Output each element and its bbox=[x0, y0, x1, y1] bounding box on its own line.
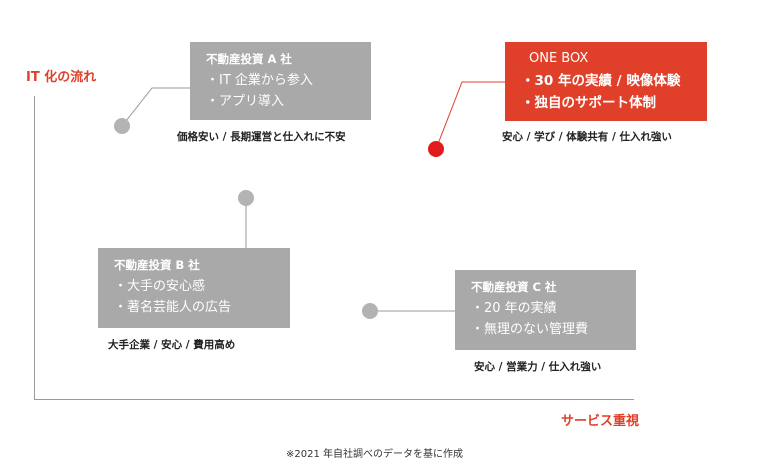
marker-c bbox=[362, 303, 378, 319]
company-c-box: 不動産投資 C 社 ・20 年の実績 ・無理のない管理費 bbox=[455, 270, 636, 350]
company-c-title: 不動産投資 C 社 bbox=[471, 280, 557, 294]
x-axis-label: サービス重視 bbox=[561, 414, 640, 429]
onebox-box: ONE BOX ・30 年の実績 / 映像体験 ・独自のサポート体制 bbox=[505, 42, 707, 121]
connector-a bbox=[121, 87, 190, 127]
company-a-item: ・アプリ導入 bbox=[206, 94, 285, 109]
onebox-item: ・独自のサポート体制 bbox=[521, 95, 656, 111]
company-b-caption: 大手企業 / 安心 / 費用高め bbox=[108, 339, 236, 351]
company-a-item: ・IT 企業から参入 bbox=[206, 73, 313, 88]
company-b-item: ・著名芸能人の広告 bbox=[114, 300, 232, 315]
y-axis-line bbox=[34, 96, 35, 400]
company-a-title: 不動産投資 A 社 bbox=[206, 52, 292, 66]
company-b-item: ・大手の安心感 bbox=[114, 279, 206, 294]
onebox-caption: 安心 / 学び / 体験共有 / 仕入れ強い bbox=[502, 131, 672, 143]
y-axis-label: IT 化の流れ bbox=[26, 70, 97, 85]
company-c-item: ・無理のない管理費 bbox=[471, 322, 589, 337]
company-b-box: 不動産投資 B 社 ・大手の安心感 ・著名芸能人の広告 bbox=[98, 248, 290, 328]
onebox-item: ・30 年の実績 / 映像体験 bbox=[521, 73, 681, 89]
marker-onebox bbox=[428, 141, 444, 157]
marker-b bbox=[238, 190, 254, 206]
x-axis-line bbox=[34, 399, 634, 400]
company-a-caption: 価格安い / 長期運営と仕入れに不安 bbox=[177, 131, 346, 143]
footnote: ※2021 年自社調べのデータを基に作成 bbox=[286, 449, 464, 460]
onebox-title: ONE BOX bbox=[529, 51, 589, 66]
company-c-caption: 安心 / 営業力 / 仕入れ強い bbox=[474, 361, 602, 373]
marker-a bbox=[114, 118, 130, 134]
company-a-box: 不動産投資 A 社 ・IT 企業から参入 ・アプリ導入 bbox=[190, 42, 371, 120]
connector-onebox bbox=[435, 81, 505, 150]
company-c-item: ・20 年の実績 bbox=[471, 301, 557, 316]
company-b-title: 不動産投資 B 社 bbox=[114, 258, 200, 272]
